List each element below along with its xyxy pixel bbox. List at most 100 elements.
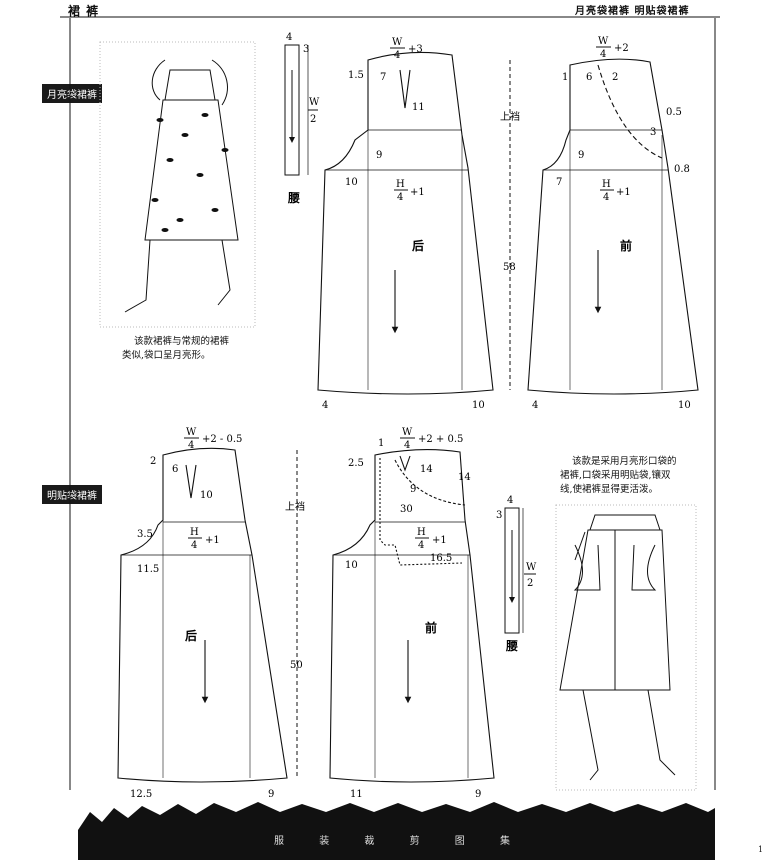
illustration-moon-pocket (99, 41, 256, 328)
hip-add: +1 (616, 187, 631, 198)
dim-label: 30 (400, 504, 413, 515)
dim-label: 2.5 (348, 458, 364, 469)
dim-label: 7 (556, 177, 562, 188)
waistband-bottom-title: 腰 (505, 638, 518, 653)
dim-label: 0.5 (666, 107, 682, 118)
frac-den: 4 (404, 440, 410, 451)
top-front-hip-formula: H 4 +1 (600, 179, 631, 203)
dim-label: 3.5 (137, 529, 153, 540)
waistband-top-side-label: 3 (303, 44, 309, 55)
pattern-top-back (317, 51, 494, 395)
hip-add: +1 (410, 187, 425, 198)
hip-depth-label: 上裆 (285, 500, 305, 513)
footer-torn-strip (78, 802, 715, 860)
frac-w: W (598, 36, 609, 47)
dim-label: 1 (562, 72, 568, 83)
dim-label: 7 (380, 72, 386, 83)
hem-label: 4 (322, 400, 328, 411)
waistband-bottom (504, 507, 524, 634)
caption-top-line-1: 该款裙裤与常规的裙裤 (134, 336, 230, 347)
dim-label: 14 (420, 464, 433, 475)
dim-label: 14 (458, 472, 471, 483)
dim-label: 16.5 (430, 553, 452, 564)
hem-label: 9 (475, 789, 481, 800)
caption-bottom-line-2: 裙裤,口袋采用明贴袋,镶双 (560, 470, 671, 481)
bottom-back-waist-formula: W 4 +2 - 0.5 (184, 427, 242, 451)
pattern-bottom-front (329, 449, 495, 783)
dart-label: 11 (412, 102, 425, 113)
frac-den: 4 (418, 540, 424, 551)
bottom-front-hip-formula: H 4 +1 (415, 527, 447, 551)
top-back-waist-add: +3 (408, 44, 423, 55)
hip-add: +1 (432, 535, 447, 546)
frac-den: 4 (397, 192, 403, 203)
bottom-front-waist-add: +2 + 0.5 (418, 434, 463, 445)
dim-label: 2 (150, 456, 156, 467)
dart-label: 10 (200, 490, 213, 501)
dim-label: 10 (345, 560, 358, 571)
top-front-waist-formula: W 4 +2 (596, 36, 629, 60)
dim-label: 0.8 (674, 164, 690, 175)
waistband-top-w-label: W (309, 97, 320, 108)
hem-label: 11 (350, 789, 363, 800)
hip-add: +1 (205, 535, 220, 546)
bottom-front-waist-formula: W 4 +2 + 0.5 (400, 427, 463, 451)
hip-depth-label: 上裆 (500, 110, 520, 123)
caption-bottom: 该款是采用月亮形口袋的 裙裤,口袋采用明贴袋,镶双 线,使裙裤显得更活泼。 (560, 455, 677, 497)
dim-label: 10 (345, 177, 358, 188)
page-number: 1 (758, 845, 764, 854)
piece-label-front: 前 (425, 620, 437, 635)
dim-label: 2 (612, 72, 618, 83)
frac-h: H (417, 527, 426, 538)
dim-label: 1.5 (348, 70, 364, 81)
dim-label: 9 (410, 484, 416, 495)
caption-bottom-line-3: 线,使裙裤显得更活泼。 (560, 484, 659, 495)
frac-h: H (396, 179, 405, 190)
waistband-bottom-width-label: 4 (507, 495, 513, 506)
length-label-bottom: 50 (290, 660, 303, 671)
dim-label: 3 (650, 127, 656, 138)
hem-label: 10 (678, 400, 691, 411)
pattern-top-front (527, 58, 699, 395)
waistband-top-title: 腰 (287, 190, 300, 205)
frac-h: H (602, 179, 611, 190)
frac-w: W (392, 37, 403, 48)
caption-top-line-2: 类似,袋口呈月亮形。 (122, 350, 211, 361)
dim-label: 6 (172, 464, 178, 475)
header-right: 月亮袋裙裤 明贴袋裙裤 (575, 6, 690, 17)
frac-den: 4 (603, 192, 609, 203)
dim-label: 9 (376, 150, 382, 161)
header-left: 裙 裤 (68, 4, 100, 18)
piece-label-front: 前 (620, 238, 632, 253)
caption-top: 该款裙裤与常规的裙裤 类似,袋口呈月亮形。 (122, 335, 229, 363)
waistband-bottom-w-label: W (526, 562, 537, 573)
frac-h: H (190, 527, 199, 538)
caption-bottom-line-1: 该款是采用月亮形口袋的 (572, 456, 677, 467)
dim-label: 1 (378, 438, 384, 449)
dim-label: 6 (586, 72, 592, 83)
hem-label: 9 (268, 789, 274, 800)
dim-label: 9 (578, 150, 584, 161)
length-label-top: 58 (503, 262, 516, 273)
section-tag-moon-pocket: 月亮袋裙裤 (42, 84, 102, 103)
hem-label: 12.5 (130, 789, 152, 800)
frac-den: 4 (188, 440, 194, 451)
illustration-patch-pocket (555, 504, 697, 791)
waistband-top-width-label: 4 (286, 32, 292, 43)
waistband-bottom-side-label: 3 (496, 510, 502, 521)
waistband-bottom-2-label: 2 (527, 578, 533, 589)
top-back-hip-formula: H 4 +1 (394, 179, 425, 203)
bottom-back-waist-add: +2 - 0.5 (202, 434, 242, 445)
frac-w: W (402, 427, 413, 438)
section-tag-patch-pocket: 明贴袋裙裤 (42, 485, 102, 504)
piece-label-back: 后 (412, 238, 424, 253)
pattern-bottom-back (117, 447, 288, 783)
hem-label: 10 (472, 400, 485, 411)
piece-label-back: 后 (185, 628, 197, 643)
top-back-waist-formula: W 4 +3 (390, 37, 423, 61)
bottom-back-hip-formula: H 4 +1 (188, 527, 220, 551)
frac-den: 4 (600, 49, 606, 60)
footer-title: 服 装 裁 剪 图 集 (274, 836, 526, 847)
